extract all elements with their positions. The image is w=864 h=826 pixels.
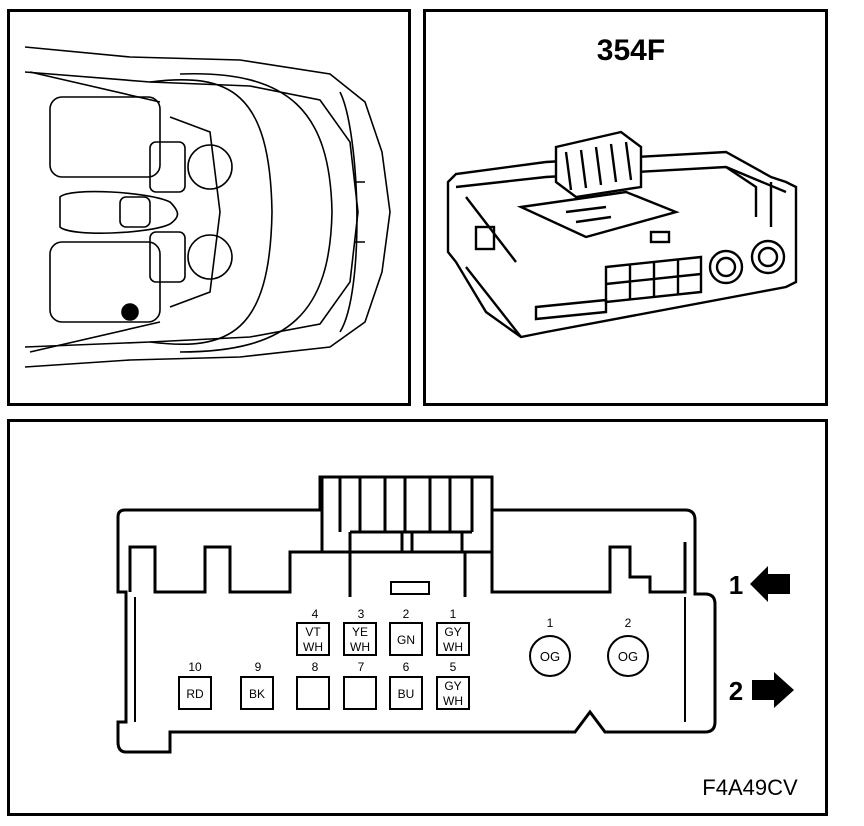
svg-text:8: 8 xyxy=(312,660,319,674)
pinout-panel: 4 VT WH 3 YE WH 2 GN 1 GY WH xyxy=(7,419,828,816)
vehicle-location-panel xyxy=(7,9,411,406)
svg-text:OG: OG xyxy=(618,649,638,664)
svg-text:BK: BK xyxy=(249,687,265,701)
round-pin-1: 1 OG xyxy=(529,616,571,677)
pins-bottom-row: 10 RD 9 BK 8 7 6 BU 5 xyxy=(178,660,470,710)
svg-text:2: 2 xyxy=(625,616,632,630)
pin-9: 9 BK xyxy=(240,660,274,710)
svg-text:YE: YE xyxy=(352,625,368,639)
arrow-2: 2 xyxy=(729,672,794,708)
svg-text:2: 2 xyxy=(729,676,743,706)
svg-text:3: 3 xyxy=(358,607,365,621)
svg-text:4: 4 xyxy=(312,607,319,621)
pin-3: 3 YE WH xyxy=(343,607,377,656)
pin-6: 6 BU xyxy=(389,660,423,710)
svg-text:9: 9 xyxy=(255,660,262,674)
svg-text:10: 10 xyxy=(188,660,202,674)
pin-1: 1 GY WH xyxy=(436,607,470,656)
figure-code: F4A49CV xyxy=(702,775,798,800)
svg-text:VT: VT xyxy=(305,625,321,639)
svg-text:1: 1 xyxy=(729,570,743,600)
svg-text:6: 6 xyxy=(403,660,410,674)
svg-text:WH: WH xyxy=(443,694,463,708)
pin-10: 10 RD xyxy=(178,660,212,710)
pin-5: 5 GY WH xyxy=(436,660,470,710)
connector-title: 354F xyxy=(597,34,665,67)
svg-text:WH: WH xyxy=(303,640,323,654)
svg-text:RD: RD xyxy=(186,687,204,701)
svg-text:1: 1 xyxy=(547,616,554,630)
pin-8: 8 xyxy=(296,660,330,710)
pins-top-row: 4 VT WH 3 YE WH 2 GN 1 GY WH xyxy=(296,607,470,656)
connector-face-diagram: 4 VT WH 3 YE WH 2 GN 1 GY WH xyxy=(116,475,798,800)
pin-4: 4 VT WH xyxy=(296,607,330,656)
svg-text:BU: BU xyxy=(398,687,415,701)
connector-3d-panel: 354F xyxy=(423,9,828,406)
pin-7: 7 xyxy=(343,660,377,710)
svg-text:GY: GY xyxy=(444,625,461,639)
svg-text:WH: WH xyxy=(443,640,463,654)
arrow-left-icon xyxy=(750,566,790,602)
svg-text:7: 7 xyxy=(358,660,365,674)
svg-text:GN: GN xyxy=(397,633,415,647)
arrow-1: 1 xyxy=(729,566,790,602)
svg-text:OG: OG xyxy=(540,649,560,664)
arrow-right-icon xyxy=(752,672,794,708)
svg-text:2: 2 xyxy=(403,607,410,621)
connector-3d-illustration: 354F xyxy=(446,34,798,339)
vehicle-interior-illustration xyxy=(24,46,391,368)
svg-text:GY: GY xyxy=(444,679,461,693)
svg-text:5: 5 xyxy=(450,660,457,674)
svg-text:1: 1 xyxy=(450,607,457,621)
pin-2: 2 GN xyxy=(389,607,423,656)
svg-text:WH: WH xyxy=(350,640,370,654)
round-pins: 1 OG 2 OG xyxy=(529,616,649,677)
round-pin-2: 2 OG xyxy=(607,616,649,677)
